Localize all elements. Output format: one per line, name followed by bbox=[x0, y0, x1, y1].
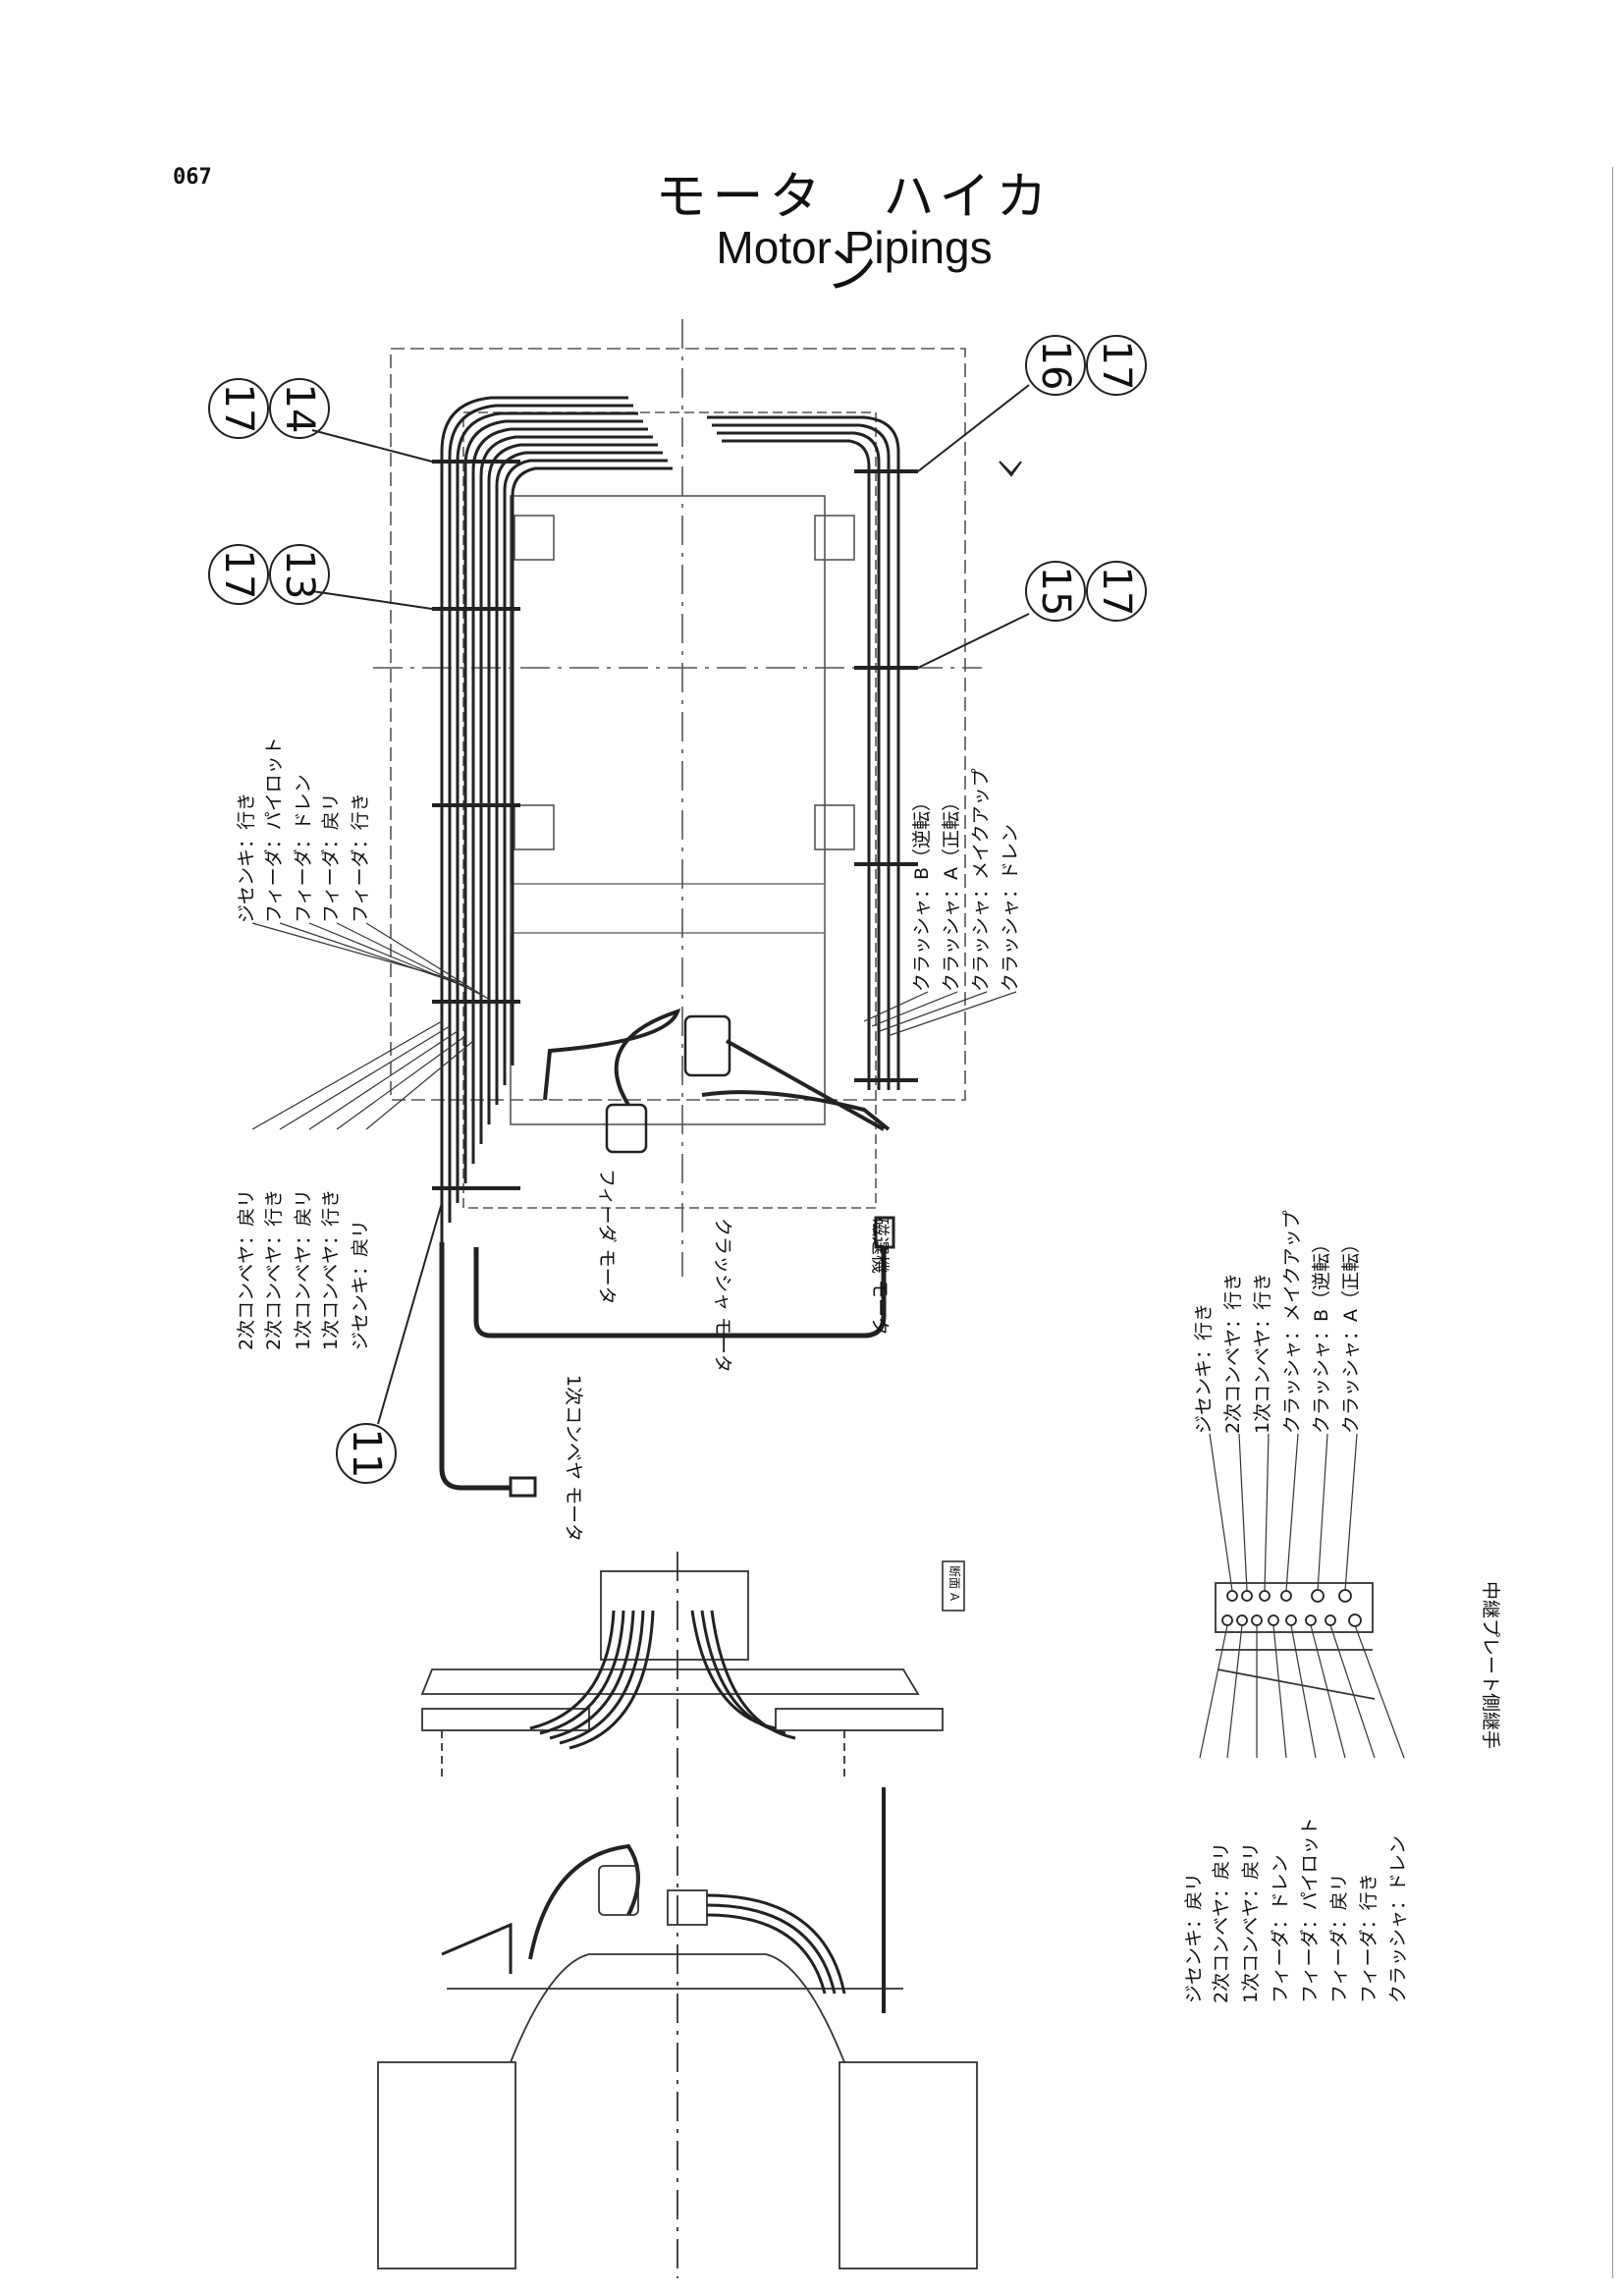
callout-11: 11 bbox=[344, 1429, 389, 1479]
label-crusher-drain: クラッシャ：ドレン bbox=[1000, 824, 1021, 992]
callout-17: 17 bbox=[1094, 341, 1139, 391]
plate-label-crusher-a-forward: クラッシャ：A（正転） bbox=[1340, 1234, 1362, 1434]
left-lower-labels: 2次コンベヤ：戻リ 2次コンベヤ：行き 1次コンベヤ：戻リ 1次コンベヤ：行き … bbox=[236, 1189, 371, 1350]
callout-13: 13 bbox=[277, 550, 322, 600]
callout-17: 17 bbox=[1094, 567, 1139, 617]
plate-label-feeder-drain: フィーダ：ドレン bbox=[1270, 1854, 1291, 2003]
primary-conveyor-motor-symbol bbox=[439, 1242, 537, 1498]
plate-label-crusher-b-reverse: クラッシャ：B（逆転） bbox=[1311, 1234, 1332, 1434]
relay-plate-ports bbox=[1221, 1589, 1362, 1627]
label-primary-conveyor-motor: 1次コンベヤ モータ bbox=[563, 1375, 584, 1542]
callout-15: 15 bbox=[1033, 567, 1078, 617]
feeder-motor-symbol bbox=[543, 1008, 681, 1154]
label-1st-conveyor-supply: 1次コンベヤ：行き bbox=[320, 1189, 342, 1350]
plate-label-feeder-supply: フィーダ：行き bbox=[1358, 1873, 1380, 2003]
right-hose-bundle bbox=[707, 415, 900, 1090]
label-crusher-b-reverse: クラッシャ：B（逆転） bbox=[911, 793, 933, 992]
label-magnetic-separator-motor: 磁選機 モータ bbox=[869, 1218, 891, 1336]
plate-label-1st-conveyor-supply: 1次コンベヤ：行き bbox=[1252, 1273, 1273, 1434]
label-crusher-a-forward: クラッシャ：A（正転） bbox=[941, 793, 962, 992]
label-feeder-supply: フィーダ：行き bbox=[350, 793, 371, 923]
relay-plate bbox=[1215, 1582, 1376, 1700]
plate-label-2nd-conveyor-return: 2次コンベヤ：戻リ bbox=[1211, 1842, 1232, 2003]
plate-label-crusher-makeup: クラッシャ：メイクアップ bbox=[1281, 1210, 1303, 1434]
crusher-motor-symbol bbox=[683, 1014, 891, 1131]
callout-17: 17 bbox=[216, 384, 261, 434]
label-leader-lines bbox=[251, 922, 1017, 1130]
callout-balloons bbox=[208, 335, 1147, 1484]
plate-label-feeder-return: フィーダ：戻リ bbox=[1328, 1873, 1350, 2003]
plate-label-jisenki-supply: ジセンキ：行き bbox=[1193, 1303, 1215, 1434]
label-feeder-return: フィーダ：戻リ bbox=[320, 793, 342, 923]
relay-plate-labels-bottom: ジセンキ：戻リ 2次コンベヤ：戻リ 1次コンベヤ：戻リ フィーダ：ドレン フィー… bbox=[1183, 1817, 1409, 2003]
section-a-label: 断面 A bbox=[947, 1565, 962, 1602]
magnetic-separator-motor-symbol bbox=[473, 1216, 895, 1339]
page-number: 067 bbox=[173, 165, 212, 190]
relay-plate-labels-top: ジセンキ：行き 2次コンベヤ：行き 1次コンベヤ：行き クラッシャ：メイクアップ… bbox=[1193, 1210, 1362, 1434]
callout-14: 14 bbox=[277, 384, 322, 434]
label-jisenki-return: ジセンキ：戻リ bbox=[350, 1220, 371, 1350]
label-feeder-drain: フィーダ：ドレン bbox=[293, 774, 314, 923]
label-crusher-makeup: クラッシャ：メイクアップ bbox=[970, 768, 992, 992]
callout-numbers: 17 14 17 13 16 17 15 17 11 bbox=[216, 341, 1139, 1479]
plate-label-crusher-drain: クラッシャ：ドレン bbox=[1387, 1835, 1409, 2003]
label-crusher-motor: クラッシャ モータ bbox=[712, 1218, 733, 1373]
section-a-hoses bbox=[529, 1610, 796, 1750]
motor-labels: フィーダ モータ クラッシャ モータ 磁選機 モータ 1次コンベヤ モータ bbox=[563, 1169, 891, 1542]
right-bundle-clamps bbox=[854, 469, 918, 1082]
relay-plate-caption: 中継プレート側継手 bbox=[1480, 1581, 1501, 1749]
plate-label-1st-conveyor-return: 1次コンベヤ：戻リ bbox=[1240, 1842, 1262, 2003]
callout-16: 16 bbox=[1033, 341, 1078, 391]
plate-label-2nd-conveyor-supply: 2次コンベヤ：行き bbox=[1222, 1273, 1244, 1434]
label-jisenki-supply: ジセンキ：行き bbox=[236, 793, 257, 923]
plate-label-jisenki-return: ジセンキ：戻リ bbox=[1183, 1873, 1205, 2003]
label-2nd-conveyor-return: 2次コンベヤ：戻リ bbox=[236, 1189, 257, 1350]
section-a-view bbox=[420, 1552, 944, 2278]
title-japanese: モータ ハイカン bbox=[655, 168, 1054, 301]
label-2nd-conveyor-supply: 2次コンベヤ：行き bbox=[263, 1189, 285, 1350]
left-bundle-clamps bbox=[432, 460, 520, 1190]
left-upper-labels: ジセンキ：行き フィーダ：パイロット フィーダ：ドレン フィーダ：戻リ フィーダ… bbox=[236, 737, 371, 923]
front-view bbox=[377, 1787, 978, 2269]
left-hose-bundle bbox=[440, 396, 673, 1242]
label-1st-conveyor-return: 1次コンベヤ：戻リ bbox=[293, 1189, 314, 1350]
page-border-line bbox=[1612, 167, 1613, 2278]
section-a-tag: 断面 A bbox=[942, 1560, 965, 1612]
right-side-labels: クラッシャ：B（逆転） クラッシャ：A（正転） クラッシャ：メイクアップ クラッ… bbox=[911, 768, 1021, 992]
relay-plate-leaders bbox=[1199, 1433, 1405, 1759]
label-feeder-pilot: フィーダ：パイロット bbox=[263, 737, 285, 923]
arrow-a-marker bbox=[999, 461, 1022, 477]
callout-17: 17 bbox=[216, 550, 261, 600]
label-feeder-motor: フィーダ モータ bbox=[596, 1169, 618, 1305]
plate-label-feeder-pilot: フィーダ：パイロット bbox=[1299, 1817, 1321, 2003]
title-english: Motor Pipings bbox=[716, 222, 993, 273]
